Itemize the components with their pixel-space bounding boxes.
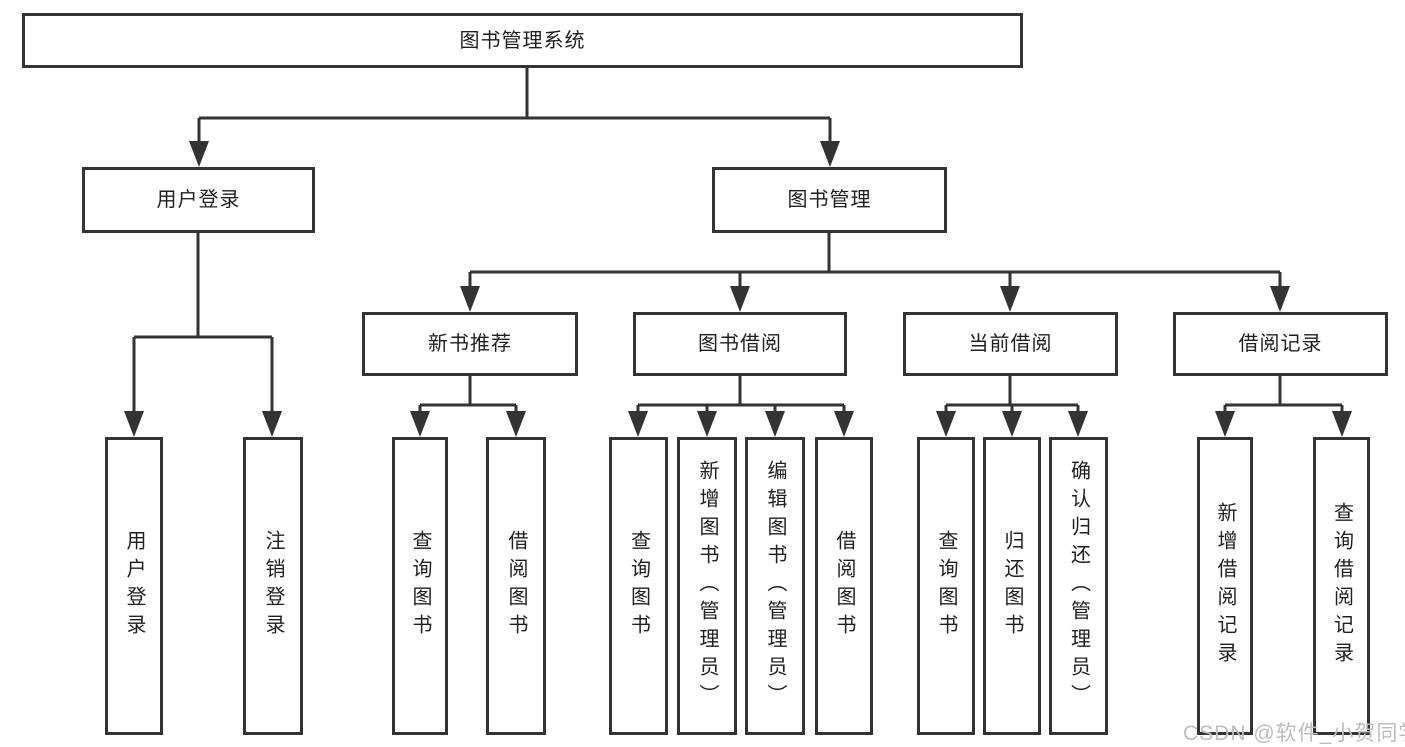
leaf-current-confirm-return-admin-label: 确认归还（管理员）	[1067, 460, 1090, 712]
node-borrowing-records: 借阅记录	[1173, 312, 1388, 376]
node-book-management: 图书管理	[712, 167, 947, 233]
node-book-borrowing-label: 图书借阅	[698, 333, 782, 355]
leaf-current-query-book: 查询图书	[917, 437, 975, 735]
leaf-borrow-add-book-admin-label: 新增图书（管理员）	[696, 460, 718, 712]
leaf-borrow-add-book-admin: 新增图书（管理员）	[677, 437, 737, 735]
leaf-user-login: 用户登录	[105, 437, 163, 735]
leaf-current-query-book-label: 查询图书	[935, 530, 957, 642]
leaf-recommend-query-book-label: 查询图书	[409, 530, 431, 642]
leaf-records-query-record-label: 查询借阅记录	[1330, 502, 1353, 670]
leaf-borrow-borrow-book-label: 借阅图书	[833, 530, 855, 642]
leaf-records-add-record: 新增借阅记录	[1197, 437, 1253, 735]
leaf-borrow-edit-book-admin: 编辑图书（管理员）	[745, 437, 805, 735]
node-borrowing-records-label: 借阅记录	[1238, 333, 1323, 355]
node-new-book-recommendation-label: 新书推荐	[428, 333, 512, 355]
leaf-current-confirm-return-admin: 确认归还（管理员）	[1049, 437, 1108, 735]
leaf-logout-label: 注销登录	[262, 530, 284, 642]
leaf-borrow-query-book-label: 查询图书	[627, 530, 650, 642]
leaf-borrow-query-book: 查询图书	[609, 437, 668, 735]
node-book-management-label: 图书管理	[787, 189, 872, 211]
node-root-label: 图书管理系统	[459, 29, 586, 52]
leaf-user-login-label: 用户登录	[123, 530, 145, 642]
node-current-borrowing: 当前借阅	[903, 312, 1118, 376]
watermark: CSDN @软件_小贺同学	[1183, 722, 1405, 745]
node-user-login: 用户登录	[82, 167, 315, 233]
node-new-book-recommendation: 新书推荐	[362, 312, 578, 376]
leaf-borrow-edit-book-admin-label: 编辑图书（管理员）	[764, 460, 786, 712]
leaf-records-add-record-label: 新增借阅记录	[1214, 502, 1236, 670]
node-book-borrowing: 图书借阅	[633, 312, 847, 376]
leaf-borrow-borrow-book: 借阅图书	[815, 437, 873, 735]
node-user-login-label: 用户登录	[156, 189, 241, 211]
leaf-current-return-book: 归还图书	[983, 437, 1041, 735]
leaf-recommend-borrow-book-label: 借阅图书	[505, 530, 527, 642]
leaf-logout: 注销登录	[243, 437, 303, 735]
leaf-records-query-record: 查询借阅记录	[1313, 437, 1370, 735]
leaf-recommend-query-book: 查询图书	[392, 437, 448, 735]
leaf-current-return-book-label: 归还图书	[1001, 530, 1023, 642]
node-root: 图书管理系统	[22, 13, 1023, 68]
node-current-borrowing-label: 当前借阅	[968, 333, 1053, 355]
leaf-recommend-borrow-book: 借阅图书	[486, 437, 546, 735]
